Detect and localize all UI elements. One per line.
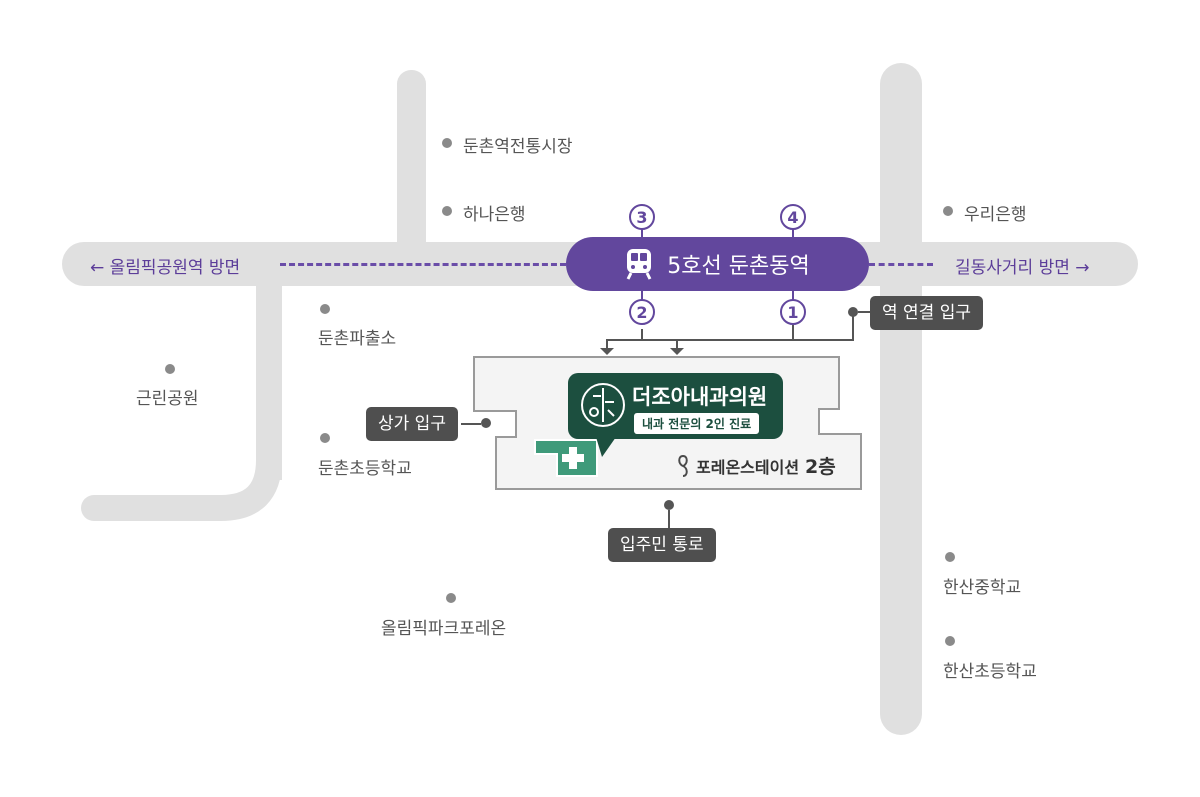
landmark-police: 둔촌파출소 [318, 329, 397, 349]
medical-cross-icon [534, 439, 598, 477]
landmark-dot [446, 593, 456, 603]
landmark-dunchon-school: 둔촌초등학교 [318, 459, 412, 479]
road-curve [81, 440, 282, 521]
exit-4-line [792, 228, 794, 240]
building-label: 포레온스테이션 2층 [676, 452, 836, 479]
clinic-subtitle: 내과 전문의 2인 진료 [634, 413, 760, 434]
direction-right-label: 길동사거리 방면 → [955, 258, 1090, 278]
landmark-hana-bank: 하나은행 [463, 205, 526, 225]
resident-passage-pointer [668, 510, 670, 528]
building-name: 포레온스테이션 [696, 457, 800, 477]
road-vertical-right [880, 63, 922, 735]
station-pill[interactable]: 5호선 둔촌동역 [566, 237, 869, 291]
clinic-bubble-tail [596, 437, 616, 457]
exit-1-line [792, 289, 794, 303]
landmark-dot [320, 433, 330, 443]
building-logo-icon [678, 454, 688, 477]
exit-3-line [641, 228, 643, 240]
landmark-hansan-middle: 한산중학교 [943, 578, 1022, 598]
exit-2[interactable]: 2 [629, 299, 655, 325]
exit-3[interactable]: 3 [629, 204, 655, 230]
landmark-hansan-elem: 한산초등학교 [943, 662, 1037, 682]
clinic-bubble[interactable]: 더조아내과의원 내과 전문의 2인 진료 [568, 373, 783, 439]
landmark-park: 근린공원 [136, 389, 199, 409]
mall-entrance-tag[interactable]: 상가 입구 [366, 407, 458, 441]
landmark-dot [945, 552, 955, 562]
exit-2-line [641, 289, 643, 303]
landmark-dot [442, 138, 452, 148]
landmark-market: 둔촌역전통시장 [463, 137, 573, 157]
landmark-dot [943, 206, 953, 216]
landmark-dot [442, 206, 452, 216]
landmark-dot [320, 304, 330, 314]
exit-1[interactable]: 1 [780, 299, 806, 325]
mall-entrance-pointer [461, 423, 481, 425]
dashed-line-left [280, 263, 566, 266]
direction-left-label: ← 올림픽공원역 방면 [90, 258, 241, 278]
subway-train-icon [626, 249, 652, 280]
clinic-logo-icon [581, 383, 625, 427]
station-link-entrance-tag[interactable]: 역 연결 입구 [870, 296, 984, 330]
landmark-dot [945, 636, 955, 646]
mall-entrance-dot [481, 418, 491, 428]
resident-passage-tag[interactable]: 입주민 통로 [608, 528, 716, 562]
landmark-woori-bank: 우리은행 [964, 205, 1027, 225]
landmark-olympic-forena: 올림픽파크포레온 [381, 619, 507, 639]
dashed-line-right [869, 263, 933, 266]
station-link-dot [848, 307, 858, 317]
station-link-pointer [858, 311, 870, 313]
clinic-name: 더조아내과의원 [632, 385, 768, 409]
resident-passage-dot [664, 500, 674, 510]
landmark-dot [165, 364, 175, 374]
station-name: 5호선 둔촌동역 [667, 254, 810, 279]
exit-4[interactable]: 4 [780, 204, 806, 230]
road-vertical-left [397, 70, 426, 260]
building-floor: 2층 [805, 456, 836, 478]
